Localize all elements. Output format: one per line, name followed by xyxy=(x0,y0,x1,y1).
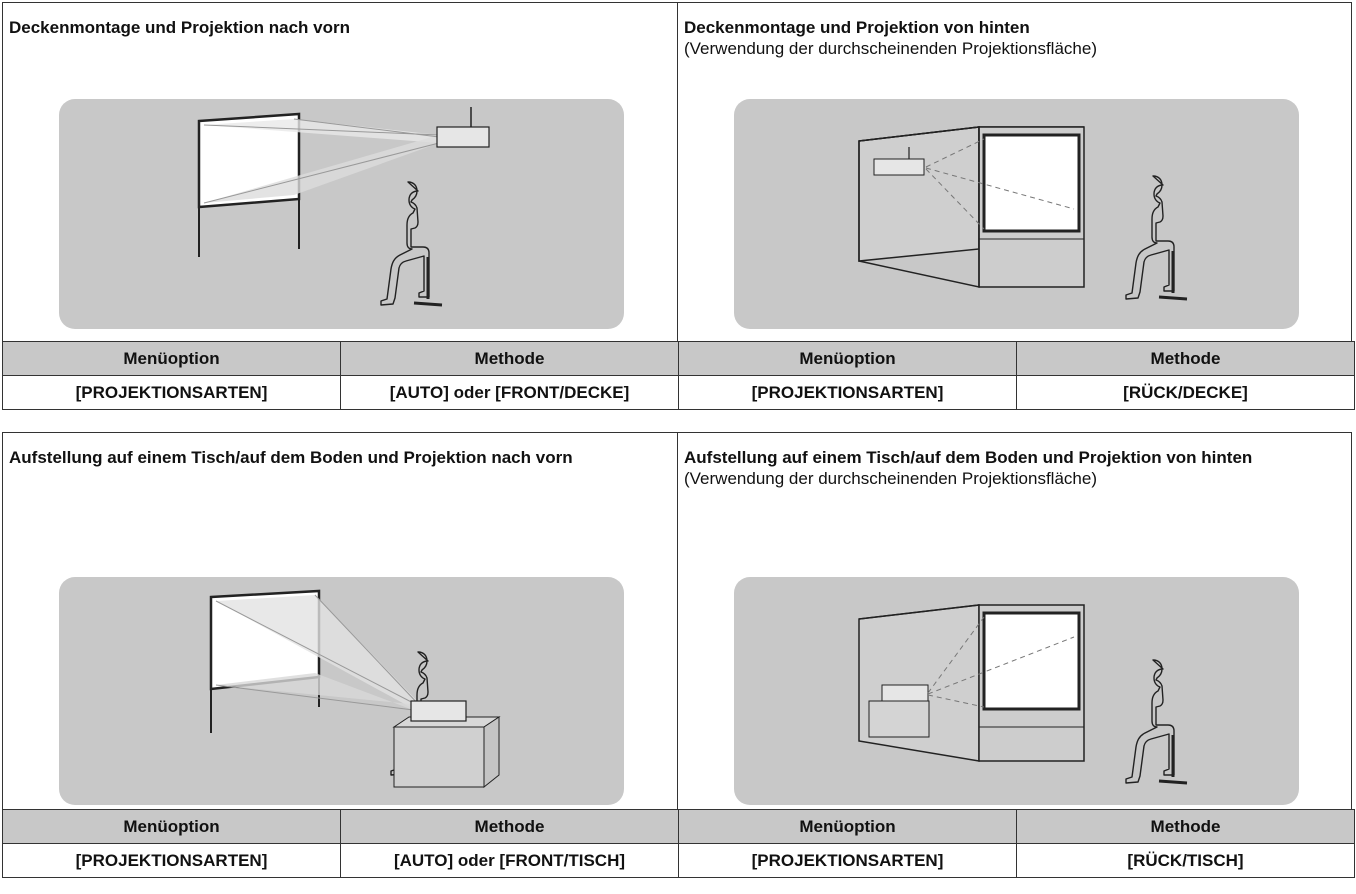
panel-title: Aufstellung auf einem Tisch/auf dem Bode… xyxy=(684,448,1253,488)
panel-table-rear: Aufstellung auf einem Tisch/auf dem Bode… xyxy=(677,433,1351,809)
table-header: Menüoption xyxy=(678,341,1017,376)
illustration-table-front xyxy=(59,577,624,805)
table-header: Methode xyxy=(1016,341,1355,376)
table-header: Methode xyxy=(1016,809,1355,844)
panel-title: Aufstellung auf einem Tisch/auf dem Bode… xyxy=(9,448,573,467)
options-table: Menüoption Methode Menüoption Methode [P… xyxy=(2,809,1355,878)
table-cell: [RÜCK/DECKE] xyxy=(1016,375,1355,410)
panel-ceiling-front: Deckenmontage und Projektion nach vorn xyxy=(3,3,677,341)
table-cell: [AUTO] oder [FRONT/DECKE] xyxy=(340,375,679,410)
table-header: Menüoption xyxy=(2,809,341,844)
setup-block-table: Aufstellung auf einem Tisch/auf dem Bode… xyxy=(2,432,1355,878)
panel-table-front: Aufstellung auf einem Tisch/auf dem Bode… xyxy=(3,433,677,809)
table-header: Methode xyxy=(340,341,679,376)
table-cell: [AUTO] oder [FRONT/TISCH] xyxy=(340,843,679,878)
illustration-table-rear xyxy=(734,577,1299,805)
illustration-ceiling-front xyxy=(59,99,624,329)
illustration-ceiling-rear xyxy=(734,99,1299,329)
table-cell: [RÜCK/TISCH] xyxy=(1016,843,1355,878)
table-cell: [PROJEKTIONSARTEN] xyxy=(678,843,1017,878)
table-cell: [PROJEKTIONSARTEN] xyxy=(2,375,341,410)
panel-title: Deckenmontage und Projektion von hinten … xyxy=(684,18,1097,58)
table-cell: [PROJEKTIONSARTEN] xyxy=(678,375,1017,410)
table-header: Menüoption xyxy=(678,809,1017,844)
table-header: Menüoption xyxy=(2,341,341,376)
panel-ceiling-rear: Deckenmontage und Projektion von hinten … xyxy=(677,3,1351,341)
options-table: Menüoption Methode Menüoption Methode [P… xyxy=(2,341,1355,410)
setup-block-ceiling: Deckenmontage und Projektion nach vorn xyxy=(2,2,1355,410)
table-header: Methode xyxy=(340,809,679,844)
table-cell: [PROJEKTIONSARTEN] xyxy=(2,843,341,878)
panel-title: Deckenmontage und Projektion nach vorn xyxy=(9,18,351,37)
